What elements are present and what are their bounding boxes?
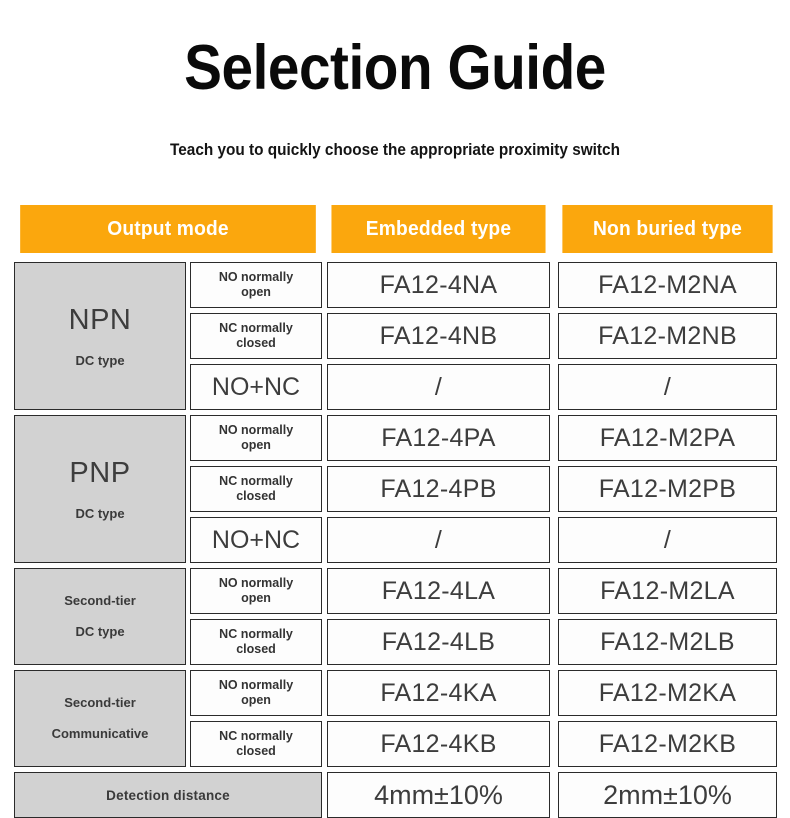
mode-cell: NO+NC bbox=[190, 364, 322, 410]
embedded-code-cell: FA12-4PB bbox=[327, 466, 550, 512]
page-title: Selection Guide bbox=[184, 33, 606, 103]
non-buried-code-cell: FA12-M2PB bbox=[558, 466, 777, 512]
mode-cell: NC normally closed bbox=[190, 721, 322, 767]
mode-cell: NC normally closed bbox=[190, 466, 322, 512]
table-row: NO+NC / / bbox=[186, 517, 777, 563]
mode-cell: NO normally open bbox=[190, 415, 322, 461]
table-row: NC normally closed FA12-4PB FA12-M2PB bbox=[186, 466, 777, 512]
table-row: NO+NC / / bbox=[186, 364, 777, 410]
embedded-code-cell: / bbox=[327, 364, 550, 410]
table-row: NO normally open FA12-4NA FA12-M2NA bbox=[186, 262, 777, 308]
non-buried-code-cell: / bbox=[558, 517, 777, 563]
group-label-pnp-subtitle: DC type bbox=[75, 506, 125, 521]
embedded-code-cell: FA12-4NB bbox=[327, 313, 550, 359]
group-label-npn-subtitle: DC type bbox=[75, 353, 125, 368]
group-label-second-tier-dc: Second-tier DC type bbox=[14, 568, 186, 665]
mode-cell: NO normally open bbox=[190, 262, 322, 308]
embedded-code-cell: FA12-4LB bbox=[327, 619, 550, 665]
table-group-second-tier-dc: Second-tier DC type NO normally open FA1… bbox=[14, 568, 777, 665]
column-header-output-mode-label: Output mode bbox=[107, 217, 229, 240]
embedded-code-cell: FA12-4KB bbox=[327, 721, 550, 767]
embedded-code-cell: FA12-4NA bbox=[327, 262, 550, 308]
embedded-code-cell: FA12-4LA bbox=[327, 568, 550, 614]
detection-distance-label: Detection distance bbox=[14, 772, 322, 818]
mode-cell: NO+NC bbox=[190, 517, 322, 563]
table-row: NO normally open FA12-4LA FA12-M2LA bbox=[186, 568, 777, 614]
embedded-code-cell: / bbox=[327, 517, 550, 563]
table-row: NC normally closed FA12-4KB FA12-M2KB bbox=[186, 721, 777, 767]
embedded-code-cell: FA12-4KA bbox=[327, 670, 550, 716]
table-header-row: Output mode Embedded type Non buried typ… bbox=[14, 205, 777, 253]
mode-cell: NO normally open bbox=[190, 568, 322, 614]
column-header-embedded-type-label: Embedded type bbox=[365, 217, 512, 240]
group-label-second-tier-communicative: Second-tier Communicative bbox=[14, 670, 186, 767]
non-buried-code-cell: FA12-M2PA bbox=[558, 415, 777, 461]
non-buried-code-cell: / bbox=[558, 364, 777, 410]
column-header-non-buried-type: Non buried type bbox=[562, 205, 773, 253]
table-row: NO normally open FA12-4KA FA12-M2KA bbox=[186, 670, 777, 716]
group-label-npn-name: NPN bbox=[68, 304, 132, 336]
non-buried-code-cell: FA12-M2KB bbox=[558, 721, 777, 767]
table-row: NC normally closed FA12-4LB FA12-M2LB bbox=[186, 619, 777, 665]
selection-table: Output mode Embedded type Non buried typ… bbox=[14, 205, 777, 818]
group-label-pnp-name: PNP bbox=[69, 457, 131, 489]
column-header-embedded-type: Embedded type bbox=[331, 205, 546, 253]
non-buried-code-cell: FA12-M2KA bbox=[558, 670, 777, 716]
mode-cell: NC normally closed bbox=[190, 313, 322, 359]
group-label-second-tier-communicative-subtitle: Communicative bbox=[51, 726, 149, 742]
table-footer-row: Detection distance 4mm±10% 2mm±10% bbox=[14, 772, 777, 818]
detection-distance-embedded: 4mm±10% bbox=[327, 772, 550, 818]
group-label-second-tier-dc-subtitle: DC type bbox=[75, 624, 125, 640]
embedded-code-cell: FA12-4PA bbox=[327, 415, 550, 461]
column-header-output-mode: Output mode bbox=[20, 205, 316, 253]
non-buried-code-cell: FA12-M2LB bbox=[558, 619, 777, 665]
group-rows-second-tier-dc: NO normally open FA12-4LA FA12-M2LA NC n… bbox=[186, 568, 777, 665]
group-rows-pnp: NO normally open FA12-4PA FA12-M2PA NC n… bbox=[186, 415, 777, 563]
table-group-second-tier-communicative: Second-tier Communicative NO normally op… bbox=[14, 670, 777, 767]
table-row: NC normally closed FA12-4NB FA12-M2NB bbox=[186, 313, 777, 359]
group-label-second-tier-communicative-name: Second-tier bbox=[64, 694, 136, 710]
table-group-npn: NPN DC type NO normally open FA12-4NA FA… bbox=[14, 262, 777, 410]
mode-cell: NC normally closed bbox=[190, 619, 322, 665]
group-rows-second-tier-communicative: NO normally open FA12-4KA FA12-M2KA NC n… bbox=[186, 670, 777, 767]
group-label-npn: NPN DC type bbox=[14, 262, 186, 410]
group-label-pnp: PNP DC type bbox=[14, 415, 186, 563]
table-row: NO normally open FA12-4PA FA12-M2PA bbox=[186, 415, 777, 461]
non-buried-code-cell: FA12-M2NB bbox=[558, 313, 777, 359]
mode-cell: NO normally open bbox=[190, 670, 322, 716]
non-buried-code-cell: FA12-M2LA bbox=[558, 568, 777, 614]
title-block: Selection Guide Teach you to quickly cho… bbox=[0, 0, 790, 160]
group-label-second-tier-dc-name: Second-tier bbox=[64, 592, 136, 608]
non-buried-code-cell: FA12-M2NA bbox=[558, 262, 777, 308]
column-header-non-buried-type-label: Non buried type bbox=[592, 217, 743, 240]
page-subtitle: Teach you to quickly choose the appropri… bbox=[170, 141, 620, 159]
detection-distance-non-buried: 2mm±10% bbox=[558, 772, 777, 818]
group-rows-npn: NO normally open FA12-4NA FA12-M2NA NC n… bbox=[186, 262, 777, 410]
table-group-pnp: PNP DC type NO normally open FA12-4PA FA… bbox=[14, 415, 777, 563]
